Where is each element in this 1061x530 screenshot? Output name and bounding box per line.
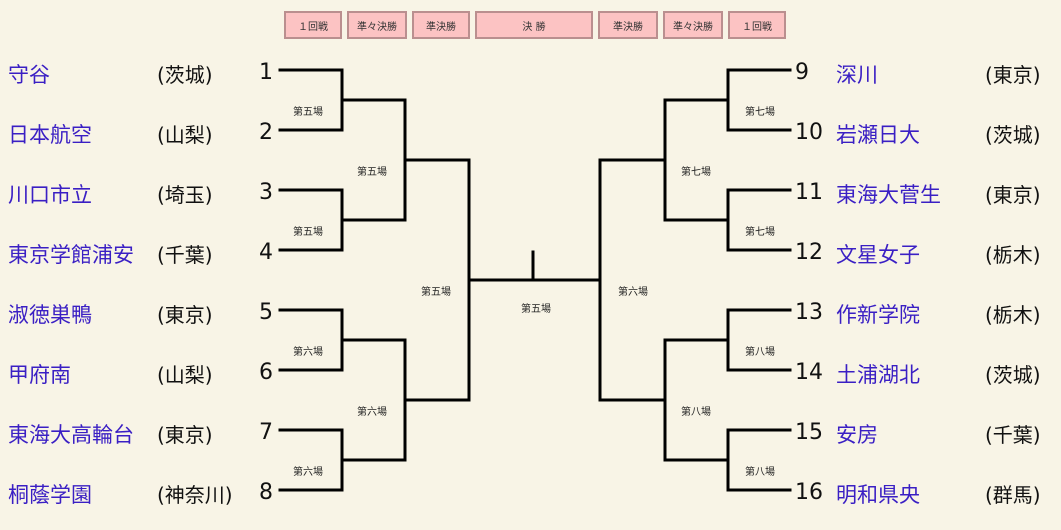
team-pref-left-4: (千葉): [157, 243, 213, 267]
team-pref-left-1: (茨城): [157, 63, 213, 87]
venue-right-r2-1: 第七場: [681, 167, 711, 178]
team-pref-right-12: (栃木): [985, 243, 1041, 267]
venue-left-r2-2: 第六場: [357, 407, 387, 418]
bracket-left-r1-2: [278, 188, 407, 252]
venue-right-r1-4: 第八場: [745, 467, 775, 478]
team-seed-right-9: 9: [795, 60, 809, 85]
round-tab-right-1st[interactable]: １回戦: [728, 11, 786, 39]
team-name-right-15[interactable]: 安房: [836, 423, 878, 447]
team-pref-left-2: (山梨): [157, 123, 213, 147]
team-name-left-6[interactable]: 甲府南: [8, 363, 71, 387]
bracket-right-r1-2: [726, 188, 792, 252]
team-seed-left-6: 6: [259, 360, 273, 385]
team-name-right-9[interactable]: 深川: [836, 63, 878, 87]
bracket-left-sf: [467, 158, 535, 402]
bracket-left-r1-1: [278, 68, 407, 132]
team-pref-right-14: (茨城): [985, 363, 1041, 387]
team-name-left-3[interactable]: 川口市立: [8, 183, 92, 207]
venue-right-r2-2: 第八場: [681, 407, 711, 418]
bracket-right-r2-2: [663, 338, 730, 462]
team-name-right-11[interactable]: 東海大菅生: [836, 183, 941, 207]
venue-left-r2-1: 第五場: [357, 167, 387, 178]
team-seed-right-11: 11: [795, 180, 823, 205]
team-pref-left-5: (東京): [157, 303, 213, 327]
team-name-left-2[interactable]: 日本航空: [8, 123, 92, 147]
bracket-left-r2-2: [403, 338, 471, 462]
venue-left-r1-2: 第五場: [293, 227, 323, 238]
bracket-left-r1-4: [278, 428, 407, 492]
team-pref-right-10: (茨城): [985, 123, 1041, 147]
team-pref-right-9: (東京): [985, 63, 1041, 87]
team-seed-left-8: 8: [259, 480, 273, 505]
bracket-right-r1-4: [726, 428, 792, 492]
team-pref-right-11: (東京): [985, 183, 1041, 207]
venue-right-sf: 第六場: [618, 287, 648, 298]
round-tab-left-1st[interactable]: １回戦: [284, 11, 342, 39]
venue-right-r1-3: 第八場: [745, 347, 775, 358]
round-tab-right-quarterfinal[interactable]: 準々決勝: [663, 11, 723, 39]
venue-left-sf: 第五場: [421, 287, 451, 298]
bracket-right-r2-1: [663, 98, 730, 222]
team-seed-right-10: 10: [795, 120, 823, 145]
round-tab-left-semifinal[interactable]: 準決勝: [412, 11, 470, 39]
bracket-final: [531, 250, 602, 282]
team-name-left-4[interactable]: 東京学館浦安: [8, 243, 134, 267]
team-pref-right-16: (群馬): [985, 483, 1041, 507]
team-seed-left-1: 1: [259, 60, 273, 85]
team-name-left-1[interactable]: 守谷: [8, 63, 50, 87]
bracket-right-r1-1: [726, 68, 792, 132]
team-name-right-10[interactable]: 岩瀬日大: [836, 123, 920, 147]
team-name-right-12[interactable]: 文星女子: [836, 243, 920, 267]
bracket-left-r2-1: [403, 98, 471, 222]
venue-left-r1-1: 第五場: [293, 107, 323, 118]
team-seed-right-13: 13: [795, 300, 823, 325]
team-pref-right-15: (千葉): [985, 423, 1041, 447]
team-name-right-16[interactable]: 明和県央: [836, 483, 920, 507]
round-tab-final[interactable]: 決 勝: [475, 11, 593, 39]
venue-final: 第五場: [521, 304, 551, 315]
team-name-right-13[interactable]: 作新学院: [836, 303, 920, 327]
team-pref-right-13: (栃木): [985, 303, 1041, 327]
venue-right-r1-1: 第七場: [745, 107, 775, 118]
team-pref-left-6: (山梨): [157, 363, 213, 387]
team-seed-right-12: 12: [795, 240, 823, 265]
team-seed-left-3: 3: [259, 180, 273, 205]
venue-left-r1-4: 第六場: [293, 467, 323, 478]
bracket-left-r1-3: [278, 308, 407, 372]
team-seed-right-15: 15: [795, 420, 823, 445]
round-tab-right-semifinal[interactable]: 準決勝: [598, 11, 658, 39]
bracket-right-sf: [598, 158, 667, 402]
team-seed-right-14: 14: [795, 360, 823, 385]
round-tab-left-quarterfinal[interactable]: 準々決勝: [347, 11, 407, 39]
team-seed-left-2: 2: [259, 120, 273, 145]
team-name-left-5[interactable]: 淑徳巣鴨: [8, 303, 92, 327]
team-seed-right-16: 16: [795, 480, 823, 505]
team-name-left-8[interactable]: 桐蔭学園: [8, 483, 92, 507]
team-seed-left-5: 5: [259, 300, 273, 325]
venue-right-r1-2: 第七場: [745, 227, 775, 238]
venue-left-r1-3: 第六場: [293, 347, 323, 358]
team-pref-left-8: (神奈川): [157, 483, 233, 507]
team-pref-left-3: (埼玉): [157, 183, 213, 207]
team-name-left-7[interactable]: 東海大高輪台: [8, 423, 134, 447]
team-pref-left-7: (東京): [157, 423, 213, 447]
team-seed-left-7: 7: [259, 420, 273, 445]
team-seed-left-4: 4: [259, 240, 273, 265]
team-name-right-14[interactable]: 土浦湖北: [836, 363, 920, 387]
bracket-right-r1-3: [726, 308, 792, 372]
